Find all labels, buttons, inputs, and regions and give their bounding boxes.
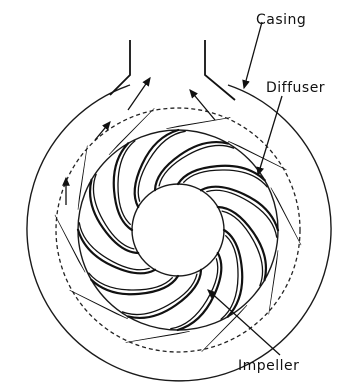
impeller-blade bbox=[135, 130, 179, 207]
diffuser-label: Diffuser bbox=[266, 80, 325, 96]
diffuser-vane bbox=[55, 215, 85, 273]
diffuser-vane bbox=[70, 290, 128, 319]
impeller-eye bbox=[132, 184, 224, 276]
diffuser-vanes bbox=[55, 108, 301, 351]
discharge-nozzle-right-wall bbox=[205, 40, 235, 100]
impeller-blade-edge bbox=[207, 190, 277, 237]
impeller-blade-edge bbox=[171, 259, 218, 329]
flow-arrow-right bbox=[190, 90, 215, 120]
diffuser-vane bbox=[271, 188, 301, 246]
casing-leader bbox=[244, 22, 262, 88]
diffuser-vane bbox=[166, 118, 230, 129]
diffuser-vane bbox=[109, 108, 154, 155]
impeller-shroud bbox=[78, 130, 278, 330]
impeller-blade-edge bbox=[138, 131, 185, 201]
diffuser-vane bbox=[202, 305, 247, 352]
casing-label: Casing bbox=[256, 12, 306, 28]
impeller-blades bbox=[78, 130, 278, 330]
impeller-blade bbox=[78, 230, 155, 274]
impeller-blade bbox=[178, 253, 222, 330]
diffuser-ring bbox=[56, 108, 300, 352]
diffuser-vane bbox=[126, 331, 190, 342]
diffuser-vane bbox=[228, 141, 286, 170]
impeller-blade-edge bbox=[79, 223, 149, 270]
impeller-label: Impeller bbox=[238, 358, 299, 374]
impeller-blade bbox=[201, 187, 278, 231]
flow-arrow-left bbox=[128, 78, 150, 110]
